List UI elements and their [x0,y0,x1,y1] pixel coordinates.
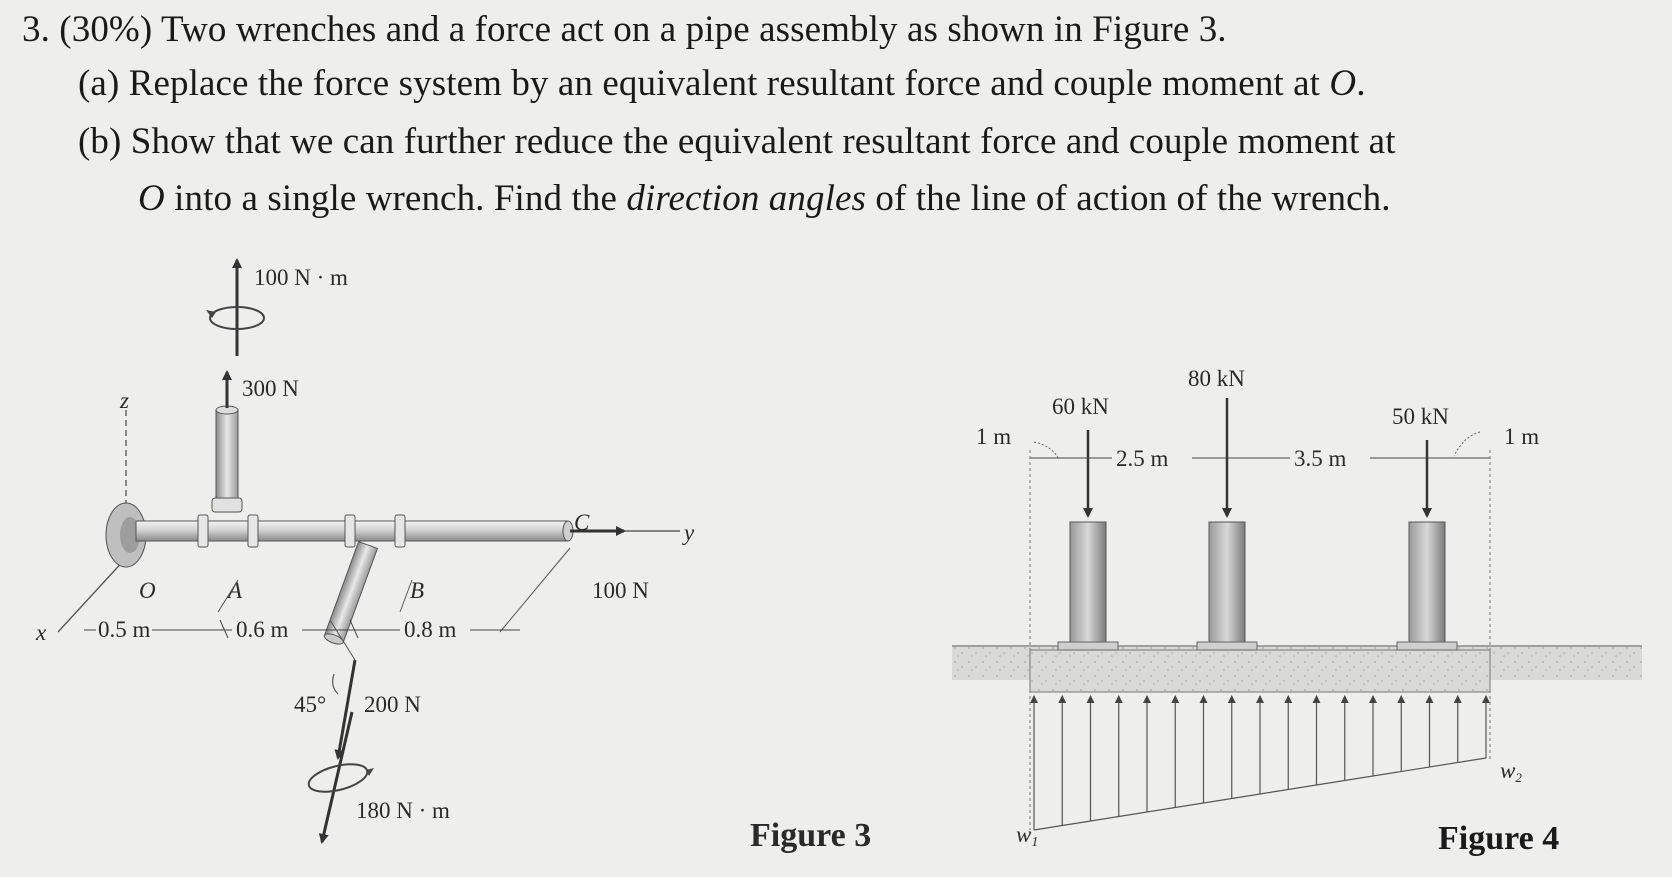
column-3 [1396,521,1458,651]
soil-load-envelope [1033,757,1487,831]
dim-ab-label: 0.6 m [236,617,289,642]
point-b-label: B [410,578,424,603]
footing-slab [1029,649,1491,693]
part-a-text: (a) Replace the force system by an equiv… [78,63,1330,104]
dim-right-1m-label: 1 m [1504,424,1539,449]
problem-line-1: 3. (30%) Two wrenches and a force act on… [22,9,1227,50]
force-300n-label: 300 N [242,376,299,401]
vertical-pipe [215,409,239,511]
couple-top-label: 100 N · m [254,265,348,290]
part-a-end: . [1356,63,1366,104]
x-axis-label: x [35,620,47,645]
point-a-label: A [226,578,243,603]
angle-label: 45° [294,692,326,717]
part-b-end: of the line of action of the wrench. [866,178,1391,219]
part-b-emphasis: direction angles [626,178,867,219]
point-c-label: C [574,510,590,535]
load-50kn-label: 50 kN [1392,404,1449,429]
problem-part-b-line-2: O into a single wrench. Find the directi… [138,177,1391,220]
w2-label: w2 [1500,758,1522,785]
part-a-point: O [1329,63,1357,104]
column-2 [1196,521,1258,651]
dim-2.5m-label: 2.5 m [1116,446,1169,471]
point-o-label: O [139,578,156,603]
column-1 [1057,521,1119,651]
x-axis [57,557,127,633]
figure-4-caption: Figure 4 [1438,820,1560,857]
couple-rotation-top [209,306,265,330]
coupling [394,514,406,548]
coupling [247,514,259,548]
figure-3-caption: Figure 3 [750,817,871,854]
figure-3: z x y 100 N O A B C [35,258,695,844]
dim-oa-label: 0.5 m [98,617,151,642]
part-b-mid: into a single wrench. Find the [164,178,627,219]
force-arrow-200n [334,659,357,760]
load-80kn-label: 80 kN [1188,366,1245,391]
dim-bc-label: 0.8 m [404,617,457,642]
soil-reaction-load [1030,695,1490,830]
couple-b-label: 180 N · m [356,798,450,823]
couple-vector-b [318,711,354,844]
dim-3.5m-label: 3.5 m [1294,446,1347,471]
problem-part-b-line-1: (b) Show that we can further reduce the … [78,121,1396,162]
problem-part-a: (a) Replace the force system by an equiv… [78,62,1366,105]
dim-left-1m-label: 1 m [976,424,1011,449]
load-60kn-label: 60 kN [1052,394,1109,419]
coupling [344,514,356,548]
coupling [197,514,209,548]
part-b-point: O [138,178,165,219]
force-c-label: 100 N [592,578,649,603]
y-axis-label: y [682,520,695,545]
z-axis-label: z [119,388,129,413]
angled-pipe [323,540,379,644]
force-200n-label: 200 N [364,692,421,717]
w1-label: w1 [1016,822,1038,850]
figure-4: 60 kN 80 kN 50 kN 2.5 m 3.5 m 1 m 1 m w1… [952,366,1642,850]
